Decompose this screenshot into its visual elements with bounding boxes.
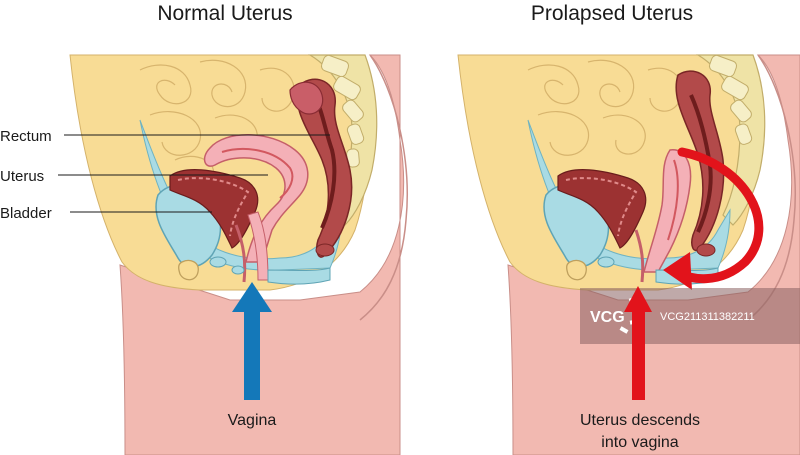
urethra-left (234, 224, 247, 283)
uterus-cavity-left (221, 148, 294, 199)
pubic-bone-right (566, 259, 587, 281)
up-arrow-icon (624, 286, 652, 400)
label-rectum: Rectum (0, 128, 52, 145)
uterus-left (203, 134, 309, 263)
vertebrae-left (320, 54, 365, 168)
skin-outline-left (359, 54, 408, 321)
watermark-id: VCG211311382211 (660, 311, 755, 323)
intestines-right (527, 59, 683, 156)
title-prolapsed-uterus: Prolapsed Uterus (530, 2, 694, 25)
caption-descends-line2: into vagina (601, 434, 678, 451)
watermark-logo: VCG (590, 309, 625, 326)
bladder-texture-left (177, 177, 250, 237)
watermark: VCG VCG211311382211 (580, 288, 800, 344)
panel-normal (69, 54, 408, 455)
curved-arrow-icon (663, 147, 764, 290)
caption-descends-line1: Uterus descends (580, 412, 700, 429)
label-uterus: Uterus (0, 168, 44, 185)
pubic-bone-left (178, 259, 199, 281)
title-normal-uterus: Normal Uterus (157, 2, 293, 25)
rectum-lumen-left (314, 98, 337, 229)
up-arrow-icon (232, 282, 272, 400)
bladder-wall-right (557, 169, 647, 249)
label-bladder: Bladder (0, 205, 52, 222)
caption-vagina: Vagina (228, 412, 277, 429)
panel-prolapsed (457, 54, 800, 455)
bowel-loop-left (289, 81, 324, 115)
leader-lines-left (58, 134, 330, 213)
skin-body-left (119, 54, 405, 455)
